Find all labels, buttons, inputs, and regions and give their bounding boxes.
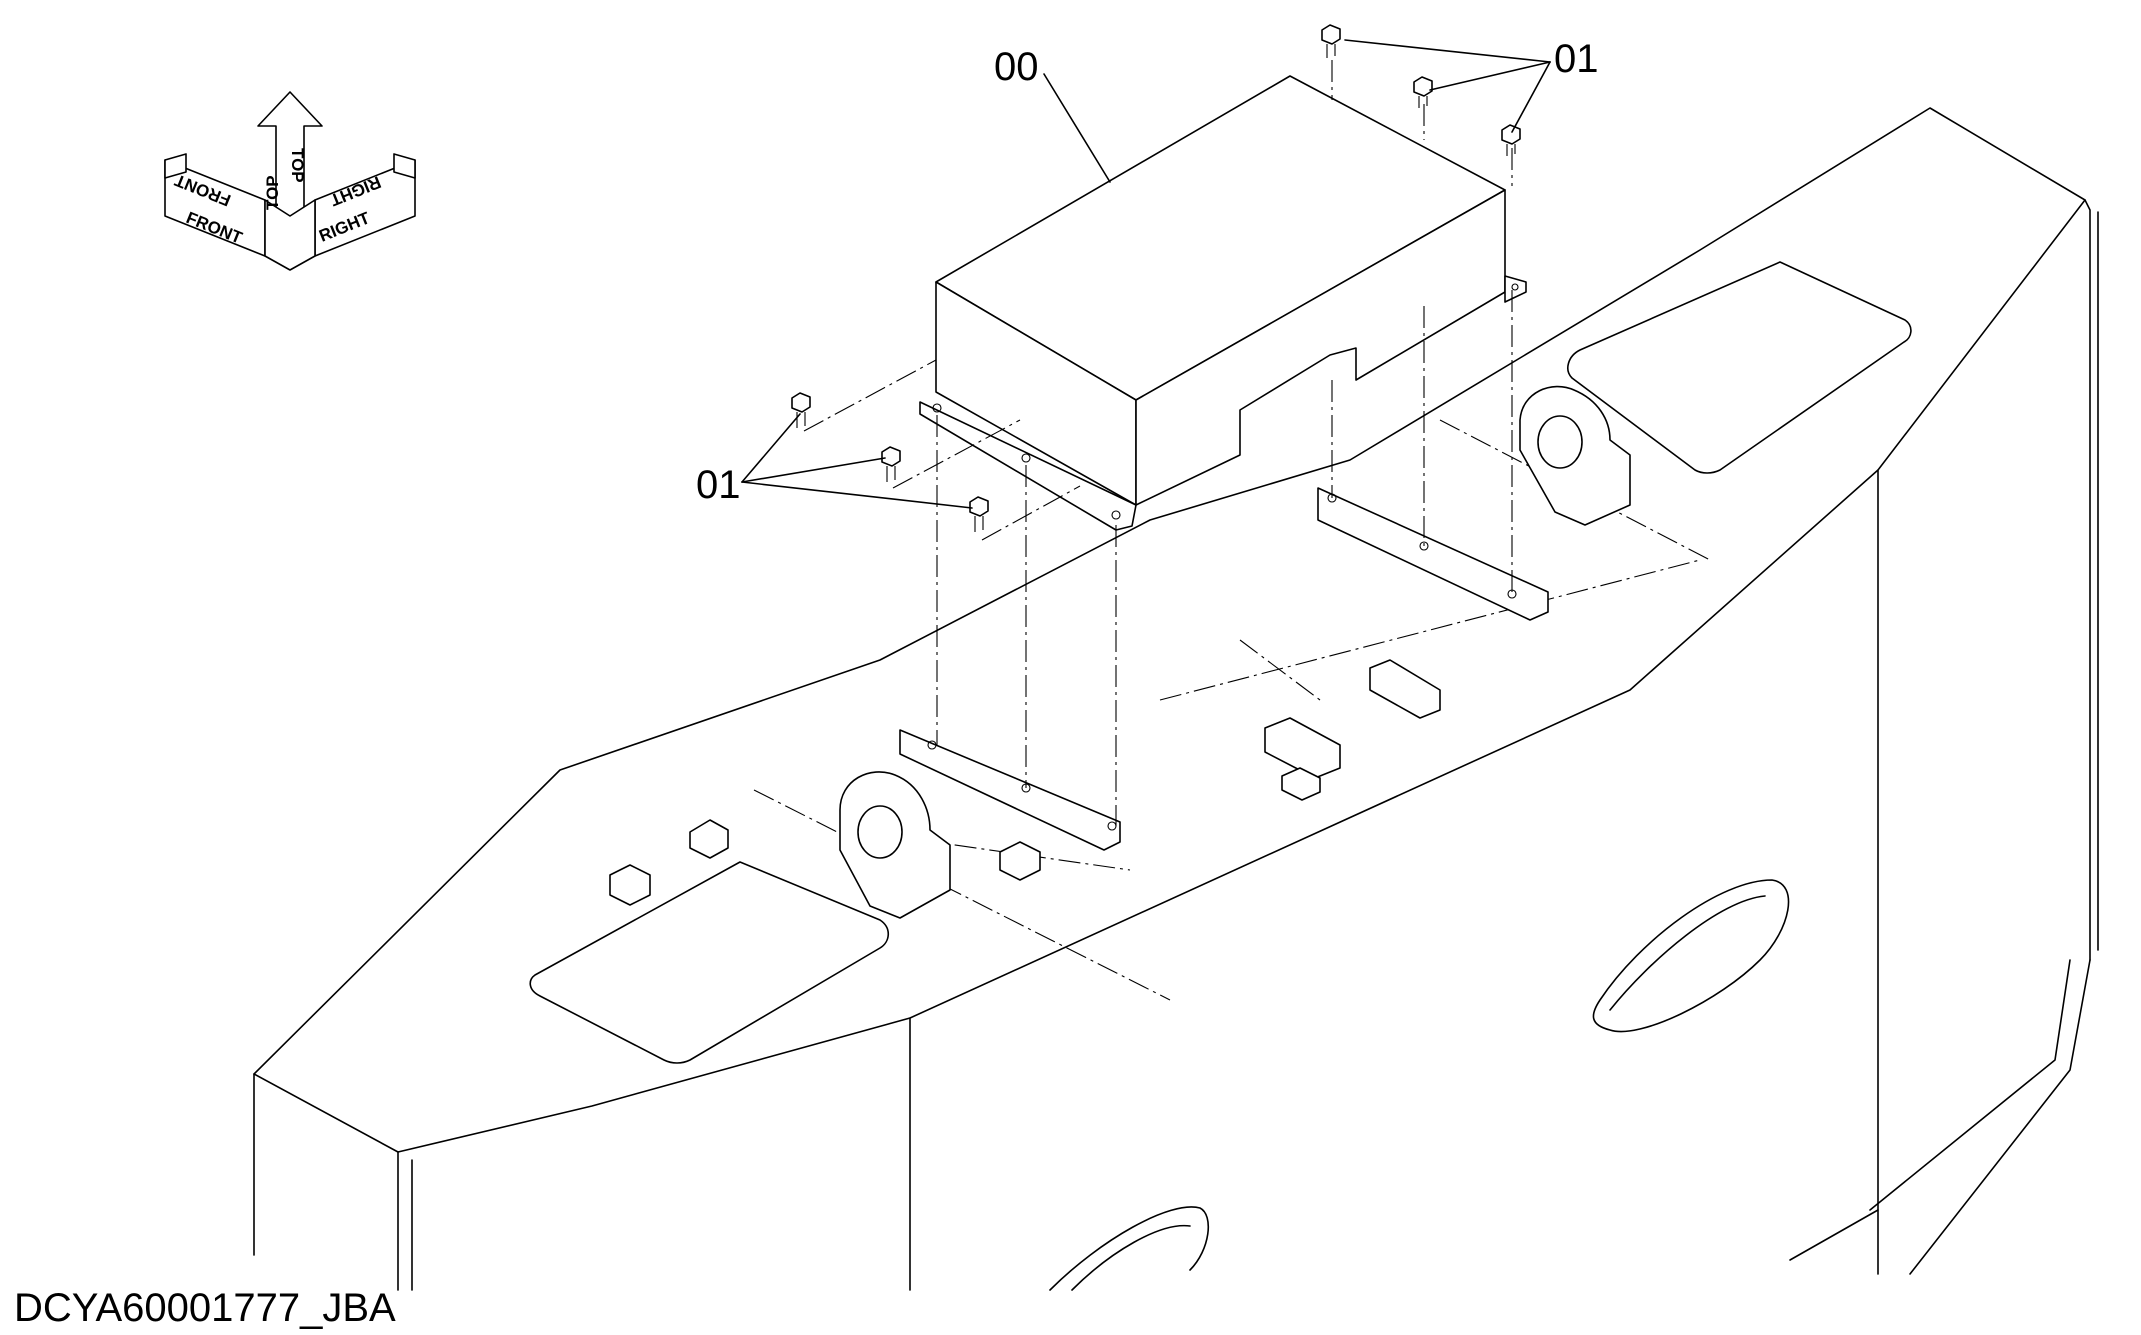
drawing-id-label: DCYA60001777_JBA — [14, 1286, 396, 1330]
orientation-indicator: FRONT FRONT TOP TOP RIGHT RIGHT — [164, 91, 416, 271]
bolt-icon — [969, 496, 989, 532]
callout-label-00: 00 — [994, 45, 1039, 89]
bolt-icon — [1413, 76, 1433, 108]
bolt-icon — [791, 392, 811, 428]
bolt-icon — [1321, 24, 1341, 58]
orientation-label-top: TOP — [288, 148, 307, 183]
bolts — [791, 24, 1521, 532]
cover-box — [919, 75, 1527, 531]
bolt-icon — [881, 446, 901, 482]
brackets — [609, 659, 1441, 906]
mounting-plates — [899, 487, 1549, 851]
leader-lines — [741, 39, 1551, 509]
bolt-icon — [1501, 124, 1521, 156]
callout-label-01-top: 01 — [1554, 37, 1599, 81]
callout-label-01-left: 01 — [696, 463, 741, 507]
lifting-eye-front — [839, 771, 951, 919]
lifting-eye-rear — [1519, 385, 1631, 526]
access-plates — [529, 261, 1912, 1064]
assembly-lines — [803, 60, 1513, 826]
orientation-label-top-mirror: TOP — [263, 175, 282, 210]
